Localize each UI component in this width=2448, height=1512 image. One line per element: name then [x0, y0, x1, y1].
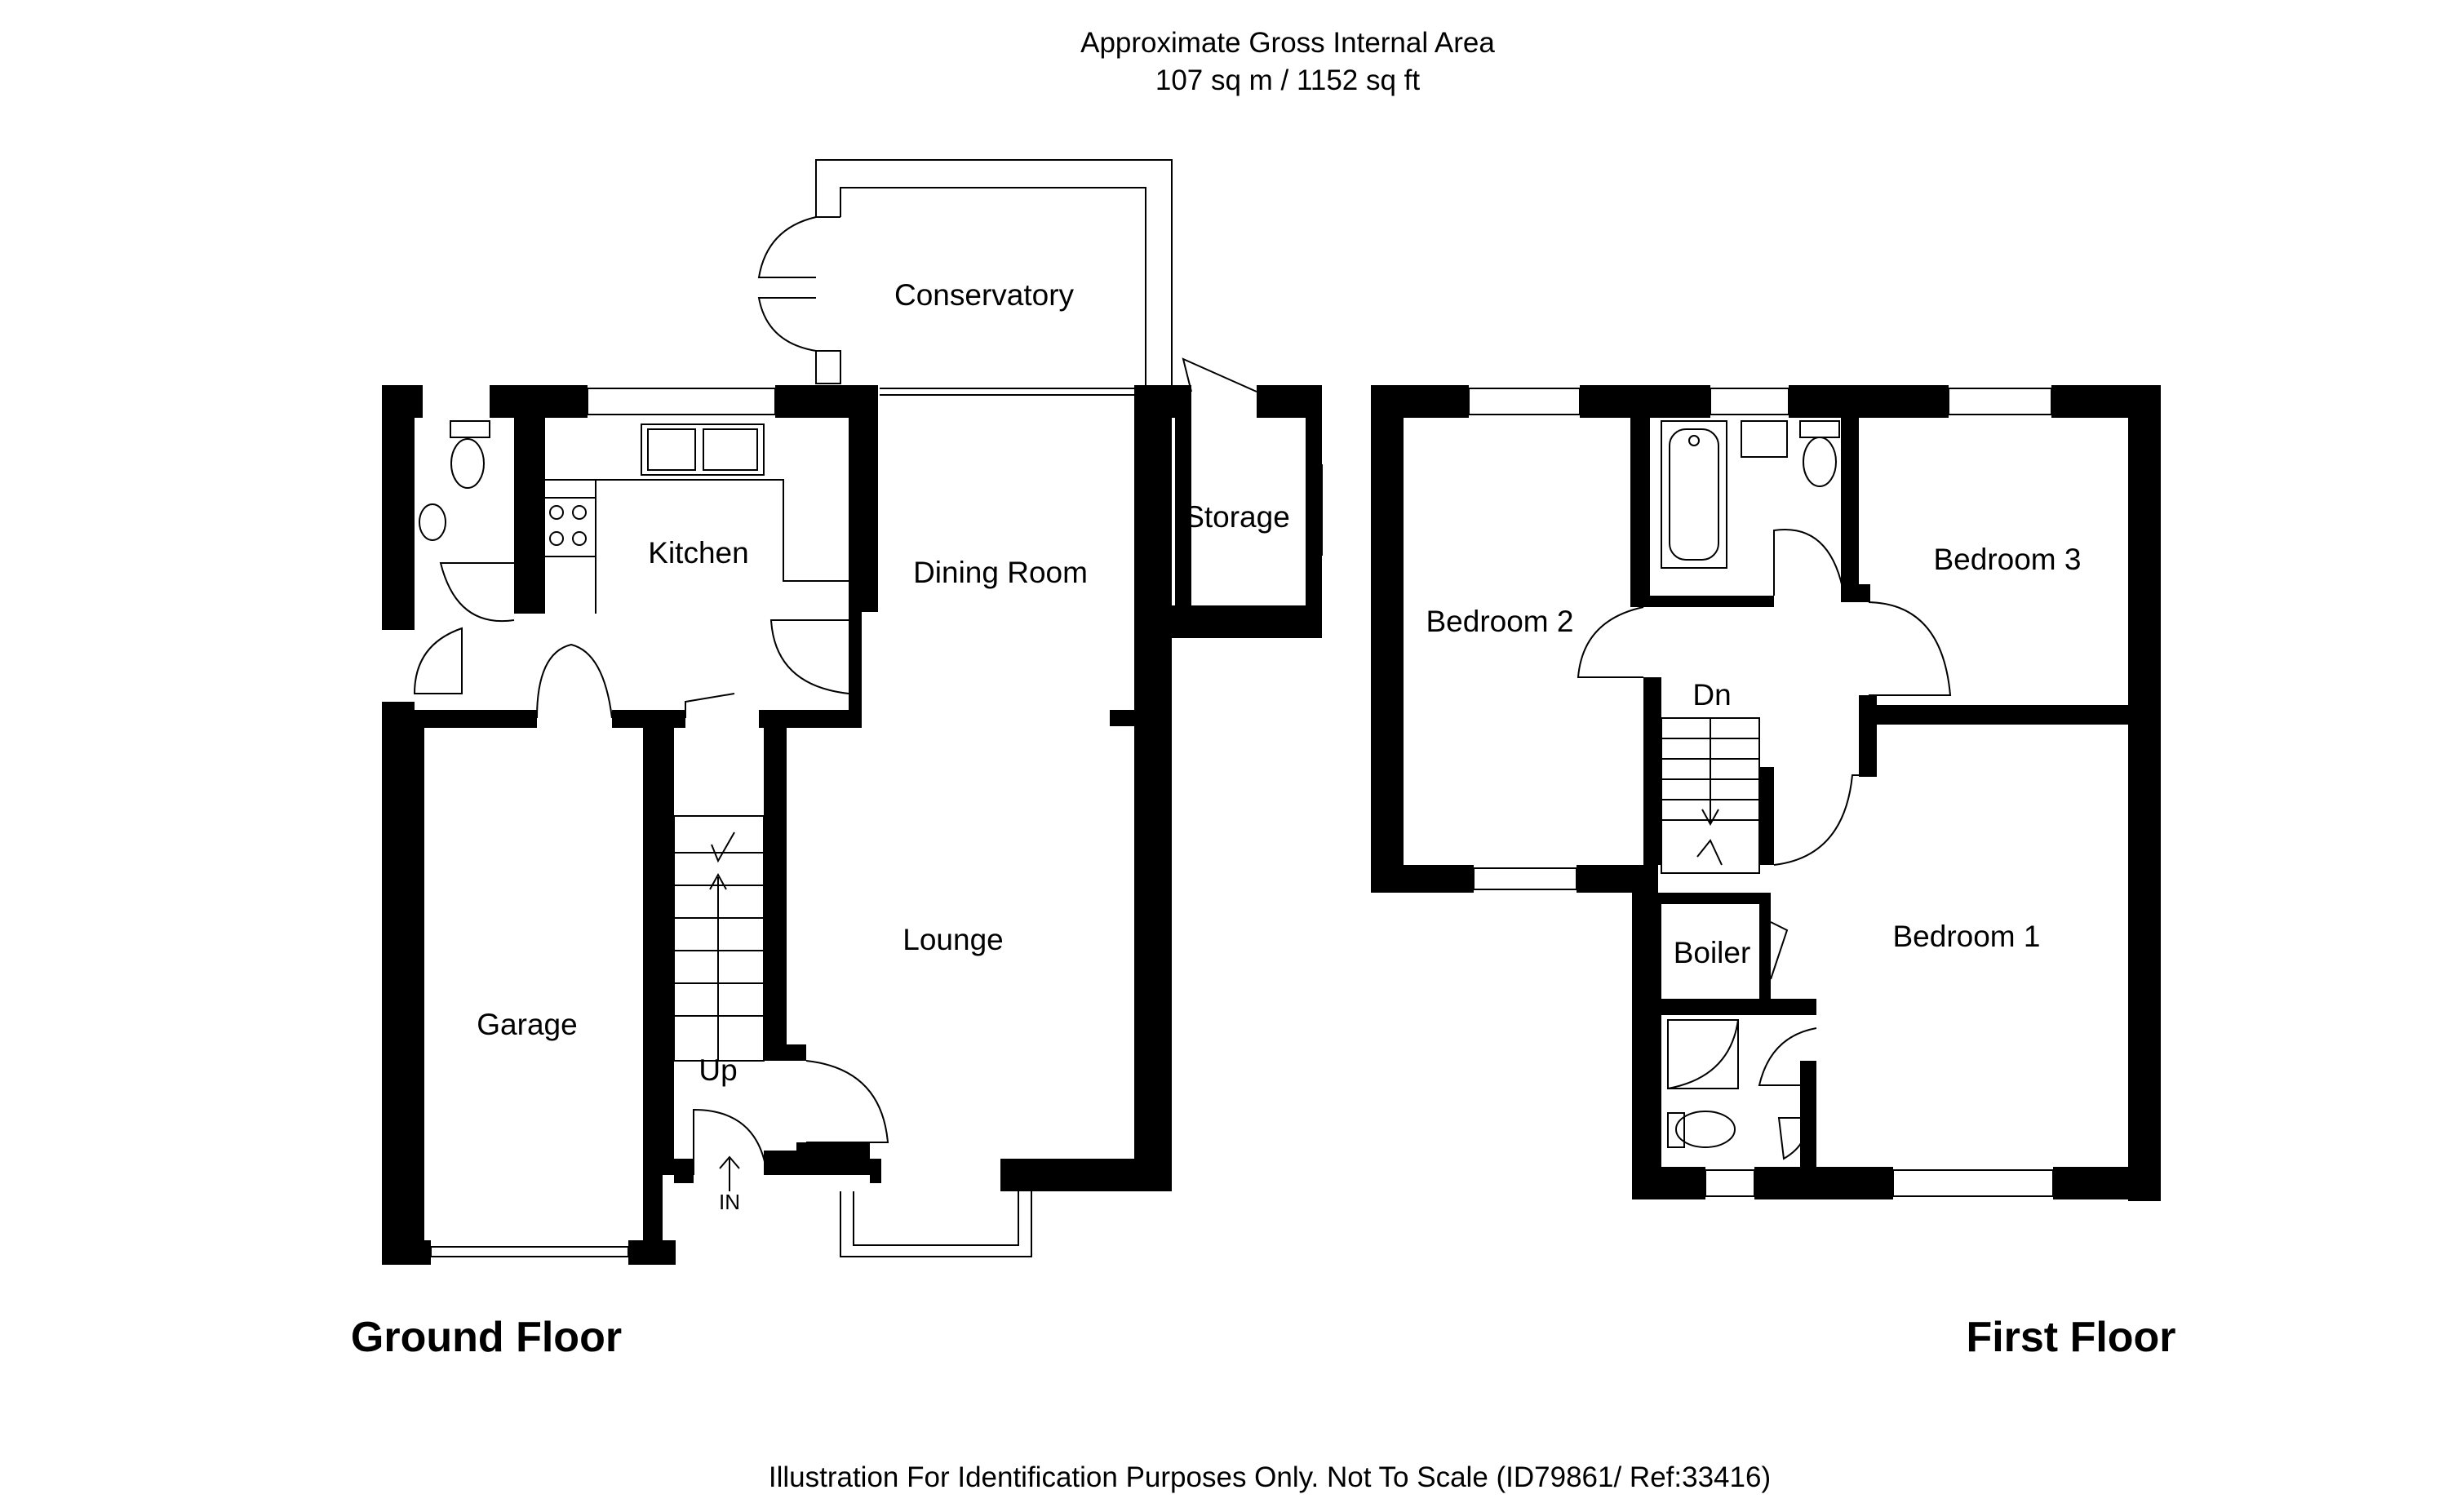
room-label-storage: Storage: [1184, 500, 1290, 534]
conservatory-outline: [757, 159, 1173, 396]
area-value: 107 sq m / 1152 sq ft: [1155, 64, 1421, 96]
stairs-up: [673, 815, 765, 1062]
room-label-lounge: Lounge: [902, 923, 1003, 956]
stairs-up-label: Up: [698, 1053, 737, 1087]
area-title: Approximate Gross Internal Area: [1080, 27, 1495, 59]
entrance-label: IN: [719, 1190, 740, 1214]
ground-floor-label: Ground Floor: [351, 1314, 622, 1361]
ground-floor-plan: Conservatory Kitchen Dining Room Storage…: [351, 159, 1323, 1361]
room-label-conservatory: Conservatory: [894, 278, 1075, 312]
room-label-garage: Garage: [477, 1008, 577, 1041]
entrance-arrow-icon: [719, 1155, 740, 1191]
room-label-boiler: Boiler: [1674, 936, 1751, 969]
room-label-kitchen: Kitchen: [648, 536, 748, 570]
room-label-bedroom-1: Bedroom 1: [1893, 920, 2041, 953]
first-floor-plan: Bedroom 2 Bedroom 3 Bedroom 1 Boiler Dn …: [1371, 385, 2176, 1361]
disclaimer: Illustration For Identification Purposes…: [769, 1461, 1771, 1493]
room-label-bedroom-3: Bedroom 3: [1934, 543, 2082, 576]
stairs-down-label: Dn: [1692, 678, 1731, 712]
stairs-down: [1661, 717, 1760, 874]
bay-window: [840, 1191, 1032, 1257]
room-label-dining-room: Dining Room: [913, 556, 1088, 589]
first-floor-label: First Floor: [1966, 1314, 2175, 1361]
room-label-bedroom-2: Bedroom 2: [1426, 605, 1574, 638]
